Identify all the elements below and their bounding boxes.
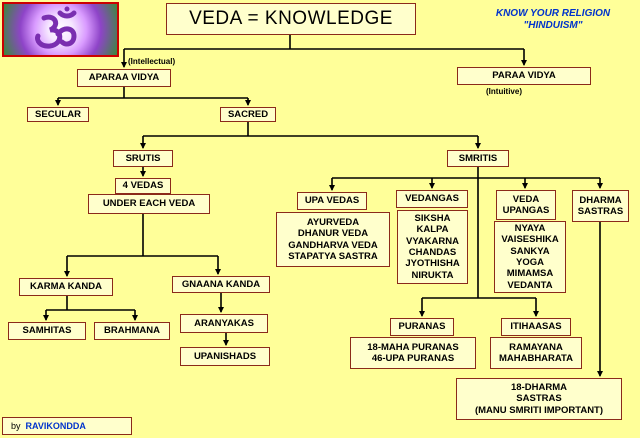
list-item: GANDHARVA VEDA: [288, 239, 378, 251]
karma-kanda-node: KARMA KANDA: [19, 278, 113, 296]
list-item: STAPATYA SASTRA: [288, 250, 378, 262]
four-vedas-node: 4 VEDAS: [115, 178, 171, 194]
list-item: CHANDAS: [408, 247, 457, 258]
dharma-sastras-node: DHARMA SASTRAS: [572, 190, 629, 222]
om-emblem: [2, 2, 119, 57]
list-item: 46-UPA PURANAS: [371, 353, 455, 364]
list-item: SANKYA: [510, 245, 550, 257]
title-box: VEDA = KNOWLEDGE: [166, 3, 416, 35]
list-item: JYOTHISHA: [405, 258, 460, 270]
list-item: VEDANTA: [507, 279, 553, 291]
label-line: SASTRAS: [516, 393, 562, 405]
karma-connector: [46, 296, 135, 311]
brand-line-2: "HINDUISM": [523, 20, 583, 31]
aranyakas-node: ARANYAKAS: [180, 314, 268, 333]
label-line: UPANGAS: [502, 205, 550, 216]
list-item: VAISESHIKA: [501, 234, 559, 246]
aparaa-connector: [58, 87, 248, 99]
upa-vedas-node: UPA VEDAS: [297, 192, 367, 210]
list-item: SIKSHA: [414, 212, 451, 224]
upa-vedas-list: AYURVEDA DHANUR VEDA GANDHARVA VEDA STAP…: [276, 212, 390, 267]
smritis-connector: [332, 167, 600, 179]
samhitas-node: SAMHITAS: [8, 322, 86, 340]
veda-upangas-list: NYAYA VAISESHIKA SANKYA YOGA MIMAMSA VED…: [494, 221, 566, 293]
list-item: NYAYA: [514, 222, 546, 234]
puranas-node: PURANAS: [390, 318, 454, 336]
vedangas-node: VEDANGAS: [396, 190, 468, 208]
itihaasas-node: ITIHAASAS: [501, 318, 571, 336]
upanishads-node: UPANISHADS: [180, 347, 270, 366]
list-item: KALPA: [416, 224, 449, 236]
label-line: SASTRAS: [577, 206, 624, 217]
sacred-node: SACRED: [220, 107, 276, 122]
brand-label: KNOW YOUR RELIGION "HINDUISM": [478, 8, 628, 32]
smritis-trunk: [422, 178, 536, 299]
srutis-node: SRUTIS: [113, 150, 173, 167]
intellectual-note: (Intellectual): [128, 57, 176, 66]
sacred-connector: [143, 122, 478, 137]
list-item: YOGA: [516, 257, 544, 268]
secular-node: SECULAR: [27, 107, 89, 122]
list-item: MIMAMSA: [506, 268, 554, 280]
list-item: NIRUKTA: [411, 269, 454, 281]
list-item: AYURVEDA: [306, 216, 360, 228]
list-item: MAHABHARATA: [498, 353, 574, 364]
credit-author: RAVIKONDDA: [25, 421, 86, 431]
root-connector: [124, 35, 524, 50]
list-item: 18-MAHA PURANAS: [367, 341, 459, 353]
itihaasas-list: RAMAYANA MAHABHARATA: [490, 337, 582, 369]
gnaana-kanda-node: GNAANA KANDA: [172, 276, 270, 293]
puranas-list: 18-MAHA PURANAS 46-UPA PURANAS: [350, 337, 476, 369]
paraa-vidya-node: PARAA VIDYA: [457, 67, 591, 85]
om-icon: [35, 6, 77, 49]
intuitive-note: (Intuitive): [486, 87, 522, 96]
label-line: DHARMA: [579, 194, 622, 206]
list-item: RAMAYANA: [509, 341, 563, 353]
list-item: DHANUR VEDA: [297, 228, 369, 240]
smritis-node: SMRITIS: [447, 150, 509, 167]
label-line: (MANU SMRITI IMPORTANT): [474, 404, 604, 416]
author-credit: by RAVIKONDDA: [2, 417, 132, 435]
list-item: VYAKARNA: [406, 235, 459, 247]
under-each-veda-node: UNDER EACH VEDA: [88, 194, 210, 214]
eighteen-dharma-sastras-node: 18-DHARMA SASTRAS (MANU SMRITI IMPORTANT…: [456, 378, 622, 420]
veda-connector: [67, 214, 218, 257]
label-line: 18-DHARMA: [511, 381, 567, 393]
brahmana-node: BRAHMANA: [94, 322, 170, 340]
veda-upangas-node: VEDA UPANGAS: [496, 190, 556, 220]
brand-line-1: KNOW YOUR RELIGION: [495, 8, 611, 19]
credit-by: by: [11, 421, 21, 431]
aparaa-vidya-node: APARAA VIDYA: [77, 69, 171, 87]
label-line: VEDA: [512, 193, 540, 205]
vedangas-list: SIKSHA KALPA VYAKARNA CHANDAS JYOTHISHA …: [397, 210, 468, 284]
